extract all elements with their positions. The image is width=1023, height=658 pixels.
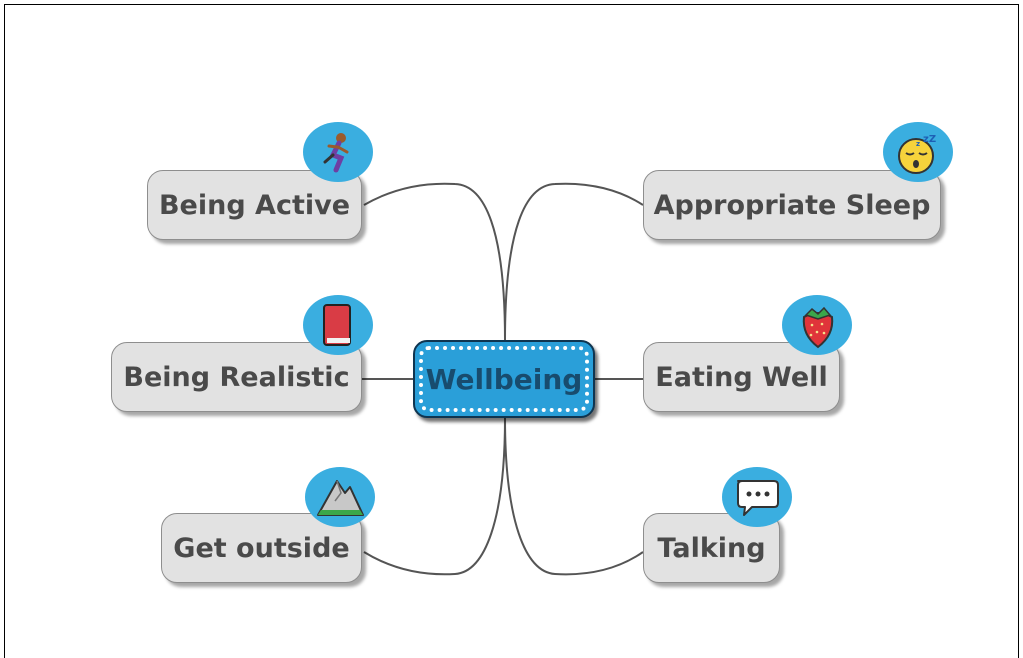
topic-label: Being Realistic (123, 361, 350, 393)
topic-label: Get outside (173, 532, 350, 564)
connector-appropriate-sleep (504, 182, 644, 341)
central-topic-wellbeing[interactable]: Wellbeing (413, 340, 595, 418)
sleeping-face-icon: zZ z (883, 122, 953, 182)
mountain-icon (305, 467, 375, 527)
connector-being-active (363, 182, 506, 341)
red-book-icon (303, 295, 373, 355)
canvas-frame (4, 4, 1019, 658)
topic-being-active[interactable]: Being Active (147, 170, 362, 240)
connector-get-outside (363, 417, 506, 576)
central-topic-label: Wellbeing (425, 362, 583, 396)
svg-text:z: z (916, 140, 920, 148)
topic-label: Talking (657, 532, 766, 564)
topic-label: Appropriate Sleep (653, 189, 931, 221)
central-topic-border (419, 346, 589, 412)
topic-label: Eating Well (655, 361, 828, 393)
topic-being-realistic[interactable]: Being Realistic (111, 342, 362, 412)
svg-text:zZ: zZ (923, 134, 936, 145)
running-person-icon (303, 122, 373, 182)
topic-label: Being Active (158, 189, 351, 221)
topic-appropriate-sleep[interactable]: Appropriate Sleep (643, 170, 941, 240)
connector-talking (504, 417, 644, 576)
speech-bubble-icon (722, 467, 792, 527)
strawberry-icon (782, 295, 852, 355)
